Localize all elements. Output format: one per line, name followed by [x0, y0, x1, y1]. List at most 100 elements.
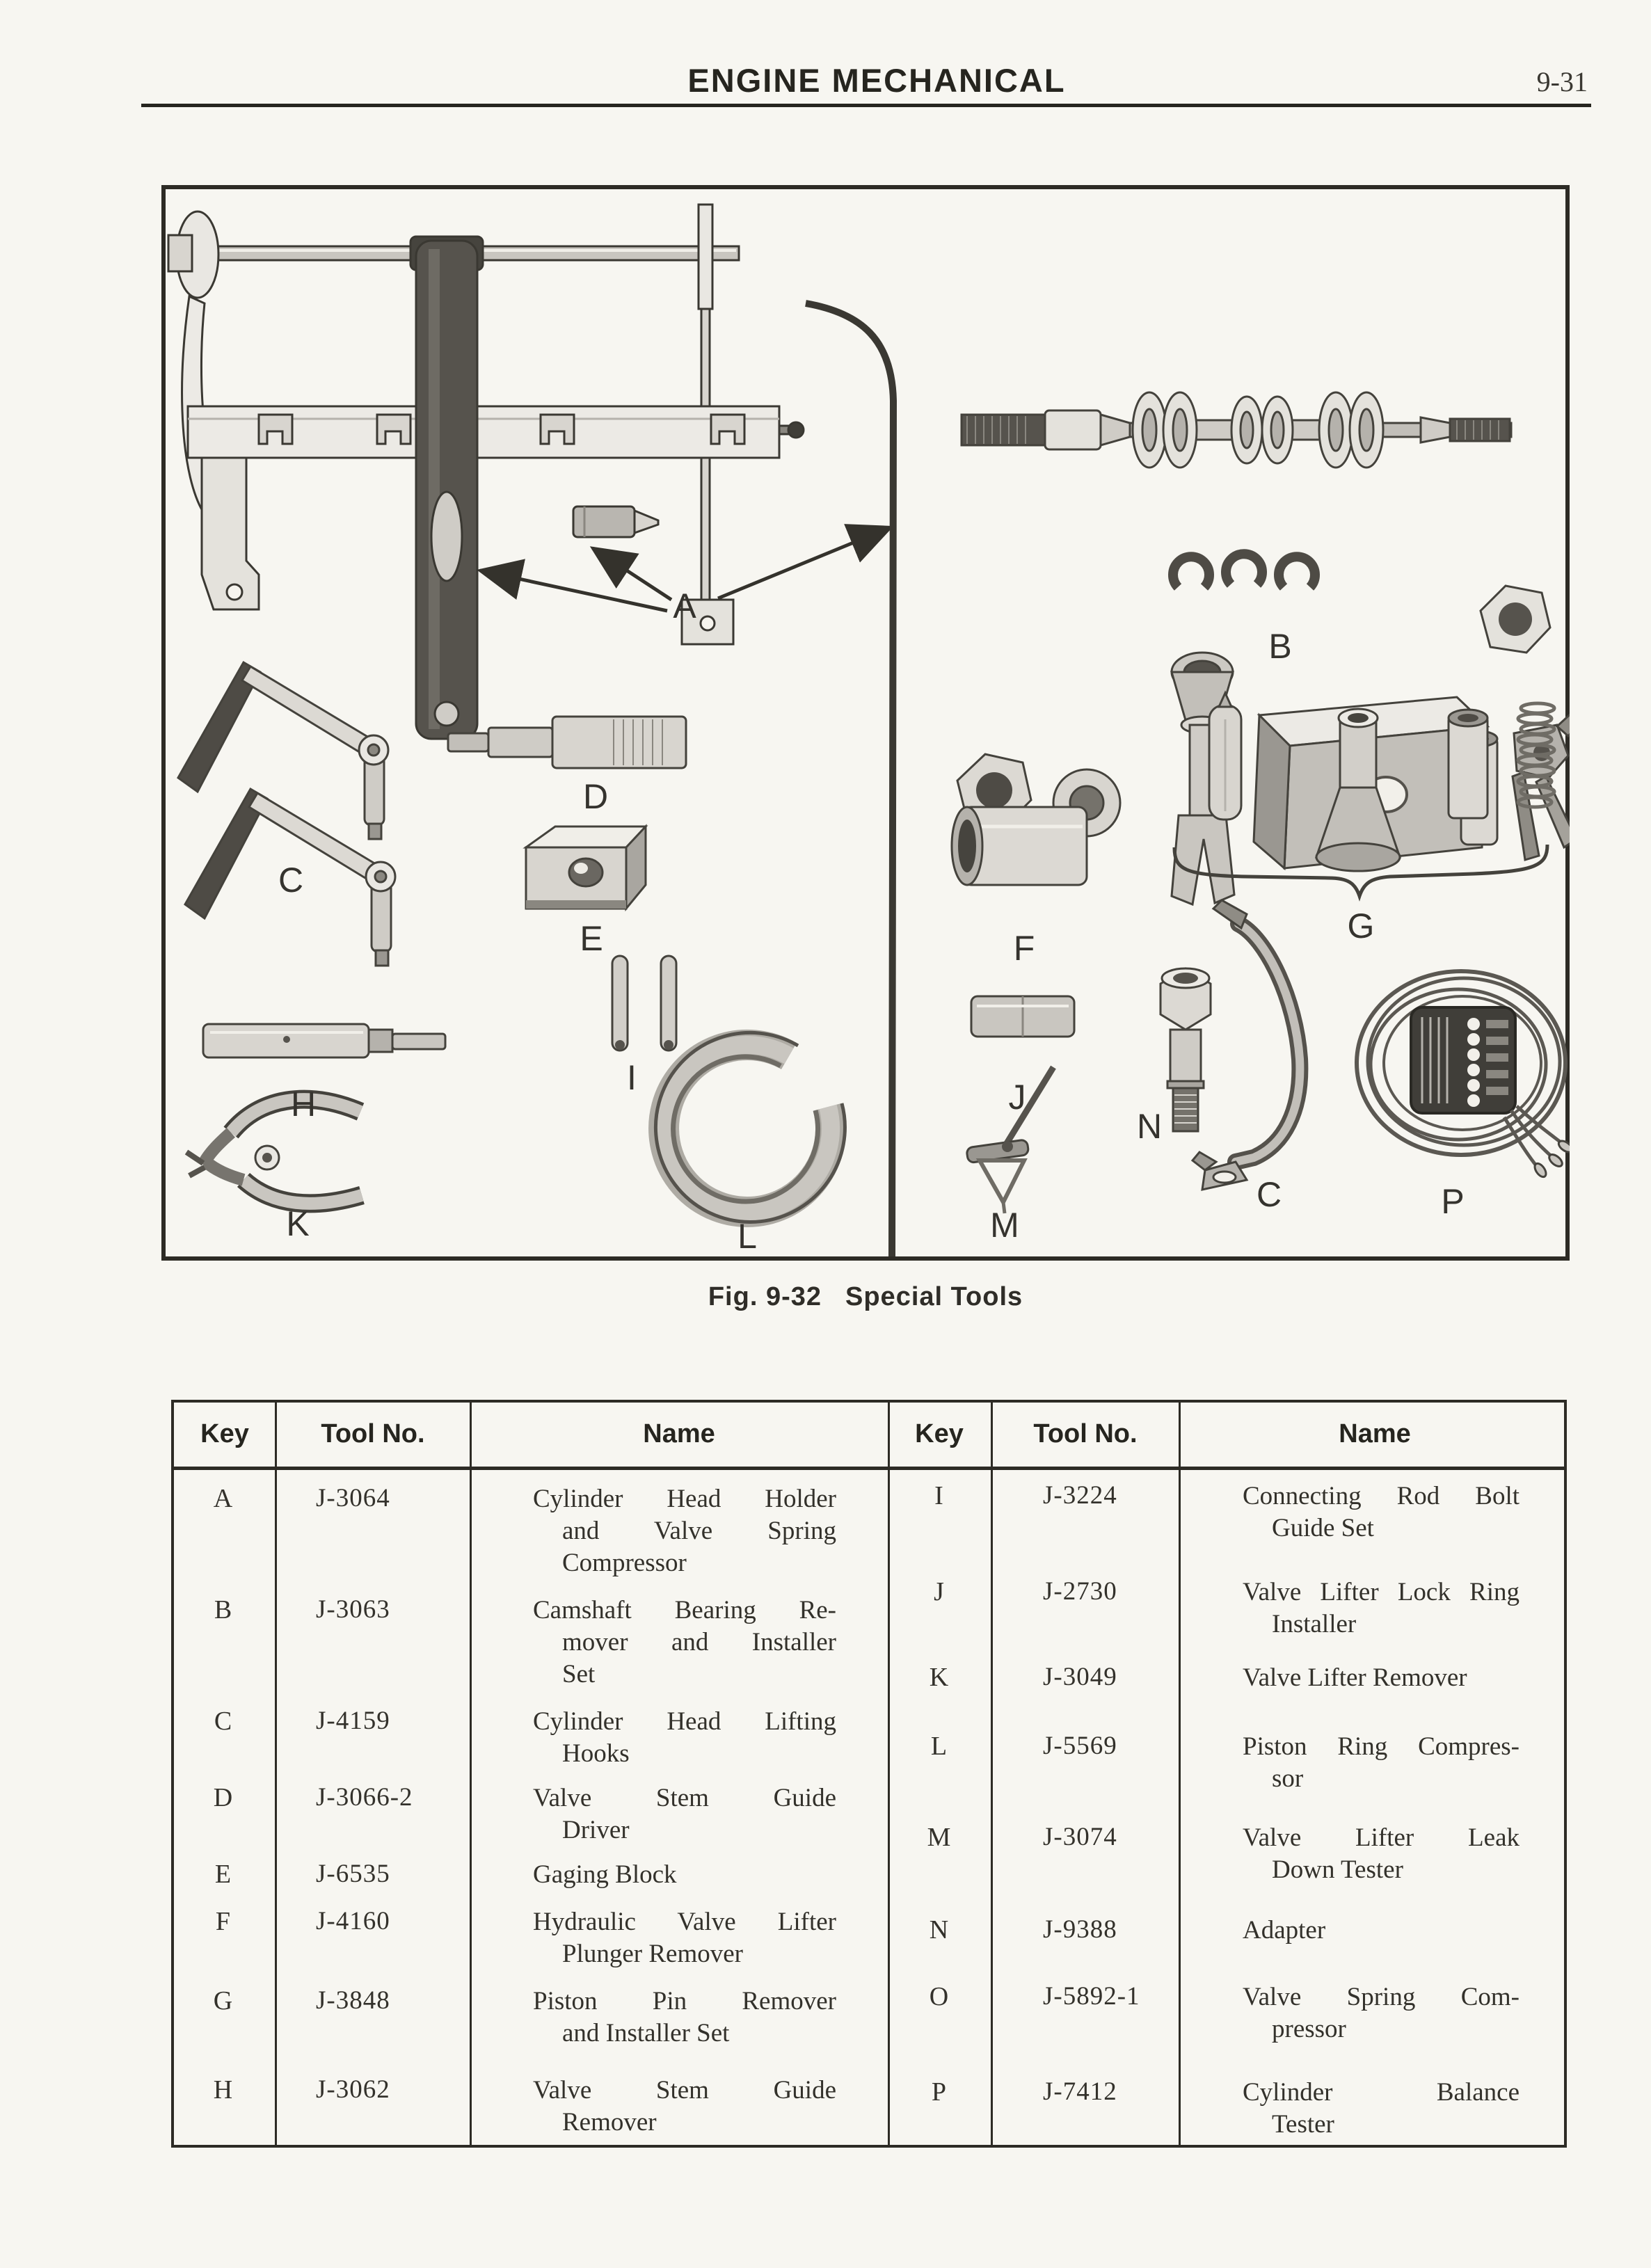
page-number: 9-31: [1536, 66, 1588, 97]
tool-key: D: [213, 1783, 233, 1812]
tool-illustration-h: [202, 1023, 447, 1059]
tool-name: Valve Lifter Lock Ring Installer: [1243, 1578, 1520, 1638]
tool-number: J-3064: [316, 1484, 390, 1512]
figure-caption: Fig. 9-32 Special Tools: [161, 1282, 1570, 1312]
figure-label-l: L: [737, 1217, 757, 1256]
tool-illustration-d: [447, 715, 687, 769]
tool-name: Valve Stem Guide Driver: [533, 1784, 836, 1844]
tool-illustration-g: [1172, 690, 1556, 902]
tool-illustration-n: [1159, 967, 1212, 1133]
tool-name: Valve Lifter Leak Down Tester: [1243, 1823, 1520, 1884]
tool-number: J-9388: [1043, 1915, 1117, 1944]
tool-illustration-p: [1355, 969, 1570, 1179]
tool-illustration-i: [611, 955, 678, 1052]
tool-illustration-f: [950, 806, 1088, 886]
tool-name: Cylinder Head Lifting Hooks: [533, 1707, 836, 1768]
figure-label-e: E: [580, 919, 603, 958]
brace-g: [1172, 844, 1549, 902]
tool-number: J-3848: [316, 1986, 390, 2015]
figure-label-i: I: [627, 1058, 637, 1097]
column-header-tool-no: Tool No.: [321, 1419, 425, 1448]
figure-label-n: N: [1137, 1107, 1162, 1146]
figure-label-h: H: [291, 1085, 316, 1124]
figure-label-d: D: [583, 777, 608, 816]
tool-key: O: [929, 1982, 949, 2011]
special-tools-figure: A B C D E F G H I J K L M N C P: [161, 185, 1570, 1261]
label-a-arrows: [477, 524, 894, 613]
tool-illustration-a: [167, 203, 805, 740]
column-header-key: Key: [200, 1419, 249, 1448]
tool-name: Hydraulic Valve Lifter Plunger Remover: [533, 1908, 836, 1968]
tool-key: N: [929, 1915, 949, 1944]
tool-number: J-3062: [316, 2075, 390, 2104]
tool-name: Valve Spring Com- pressor: [1243, 1983, 1520, 2043]
tool-name: Cylinder Head Holder and Valve Spring Co…: [533, 1485, 836, 1577]
tool-number: J-3224: [1043, 1481, 1117, 1510]
tool-name: Camshaft Bearing Re- mover and Installer…: [533, 1596, 836, 1688]
tool-key: G: [213, 1986, 233, 2015]
table-divider: [888, 1403, 890, 2145]
figure-label-m: M: [990, 1206, 1019, 1245]
figure-label-j: J: [1009, 1078, 1026, 1117]
column-header-tool-no: Tool No.: [1033, 1419, 1138, 1448]
tool-key: C: [214, 1707, 232, 1736]
page-title: ENGINE MECHANICAL: [687, 62, 1066, 99]
table-divider: [991, 1403, 993, 2145]
tool-number: J-4159: [316, 1707, 390, 1735]
figure-caption-title: Special Tools: [845, 1282, 1023, 1311]
tool-key: J: [934, 1577, 944, 1606]
tool-number: J-3063: [316, 1595, 390, 1624]
figure-label-k: K: [286, 1204, 309, 1243]
special-tools-table: Key Tool No. Name Key Tool No. Name A J-…: [171, 1400, 1567, 2148]
tool-illustration-k: [184, 1089, 365, 1213]
tool-name: Adapter: [1243, 1916, 1326, 1944]
tool-illustration-j: [970, 995, 1076, 1038]
tool-number: J-7412: [1043, 2077, 1117, 2106]
figure-label-f: F: [1014, 929, 1035, 968]
table-divider: [470, 1403, 472, 2145]
figure-label-c2: C: [1257, 1175, 1282, 1214]
tool-name: Gaging Block: [533, 1860, 677, 1889]
column-header-name: Name: [643, 1419, 715, 1448]
column-header-name: Name: [1339, 1419, 1411, 1448]
figure-caption-number: Fig. 9-32: [708, 1282, 822, 1311]
tool-number: J-4160: [316, 1907, 390, 1935]
tool-illustration-a-rod: [805, 300, 898, 1257]
tool-name: Piston Pin Remover and Installer Set: [533, 1987, 836, 2047]
tool-key: F: [215, 1907, 231, 1936]
figure-label-b: B: [1268, 627, 1291, 666]
figure-label-g: G: [1348, 907, 1375, 945]
table-divider: [1179, 1403, 1181, 2145]
figure-label-p: P: [1441, 1182, 1464, 1221]
header-rule: [141, 104, 1591, 107]
tool-number: J-6535: [316, 1860, 390, 1888]
column-header-key: Key: [915, 1419, 964, 1448]
tool-name: Piston Ring Compres- sor: [1243, 1732, 1520, 1793]
figure-label-a: A: [673, 586, 696, 625]
tool-illustration-e: [523, 824, 648, 912]
tool-number: J-3049: [1043, 1663, 1117, 1691]
tool-illustration-c-hooks: [177, 660, 397, 967]
tool-illustration-m: [966, 1065, 1056, 1214]
figure-label-c: C: [278, 861, 303, 900]
tool-key: E: [214, 1860, 232, 1889]
table-header-rule: [174, 1467, 1564, 1470]
tool-key: M: [927, 1823, 951, 1852]
tool-number: J-3074: [1043, 1823, 1117, 1851]
tool-name: Cylinder Balance Tester: [1243, 2078, 1520, 2139]
tool-key: B: [214, 1595, 232, 1624]
tool-key: K: [929, 1663, 949, 1692]
tool-illustration-l: [648, 1029, 847, 1227]
tool-key: P: [931, 2077, 947, 2107]
tool-illustration-c2: [1190, 899, 1309, 1191]
tool-key: H: [213, 2075, 233, 2105]
table-divider: [275, 1403, 277, 2145]
tool-number: J-5892-1: [1043, 1982, 1140, 2011]
tool-key: I: [934, 1481, 943, 1510]
tool-number: J-3066-2: [316, 1783, 413, 1812]
tool-number: J-5569: [1043, 1732, 1117, 1760]
tool-key: L: [930, 1732, 948, 1761]
tool-name: Connecting Rod Bolt Guide Set: [1243, 1482, 1520, 1542]
tool-number: J-2730: [1043, 1577, 1117, 1606]
